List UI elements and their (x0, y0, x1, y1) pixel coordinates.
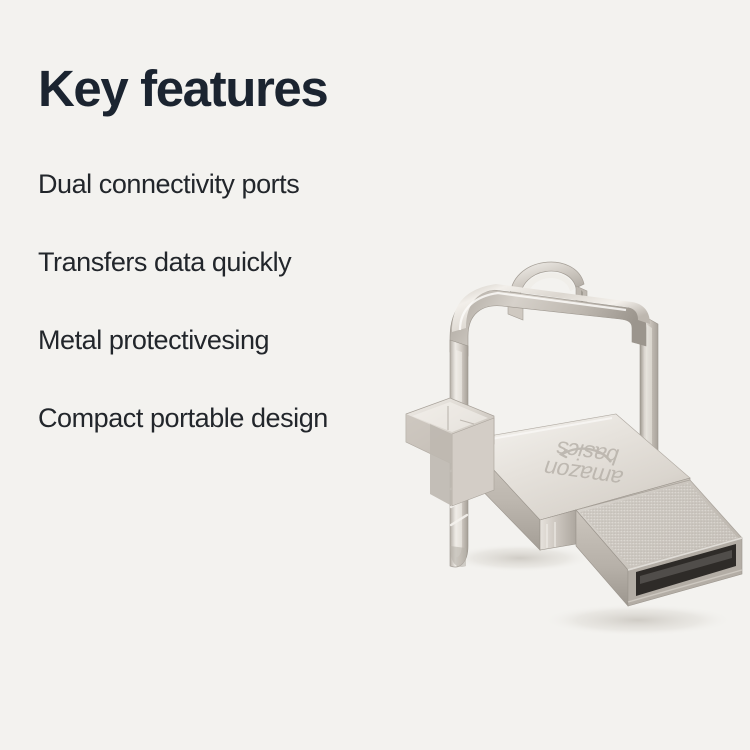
drop-shadow-usb (543, 604, 733, 636)
drop-shadow-body (448, 544, 592, 572)
feature-list: Dual connectivity ports Transfers data q… (38, 168, 438, 480)
usb-collar (539, 509, 577, 551)
usb-a-connector (575, 479, 743, 607)
product-image-usb-flash-drive: amazon basics (390, 228, 750, 648)
feature-item-3: Metal protectivesing (38, 325, 270, 355)
micro-usb-connector (405, 397, 495, 507)
feature-item-2: Transfers data quickly (38, 247, 292, 277)
logo-smile-swoosh (561, 447, 612, 463)
page-title: Key features (38, 60, 329, 118)
feature-item-1: Dual connectivity ports (38, 169, 300, 199)
usb-drive-illustration: amazon basics (405, 261, 743, 636)
logo-swoosh-arrow (558, 449, 568, 459)
feature-item-4: Compact portable design (38, 403, 328, 433)
